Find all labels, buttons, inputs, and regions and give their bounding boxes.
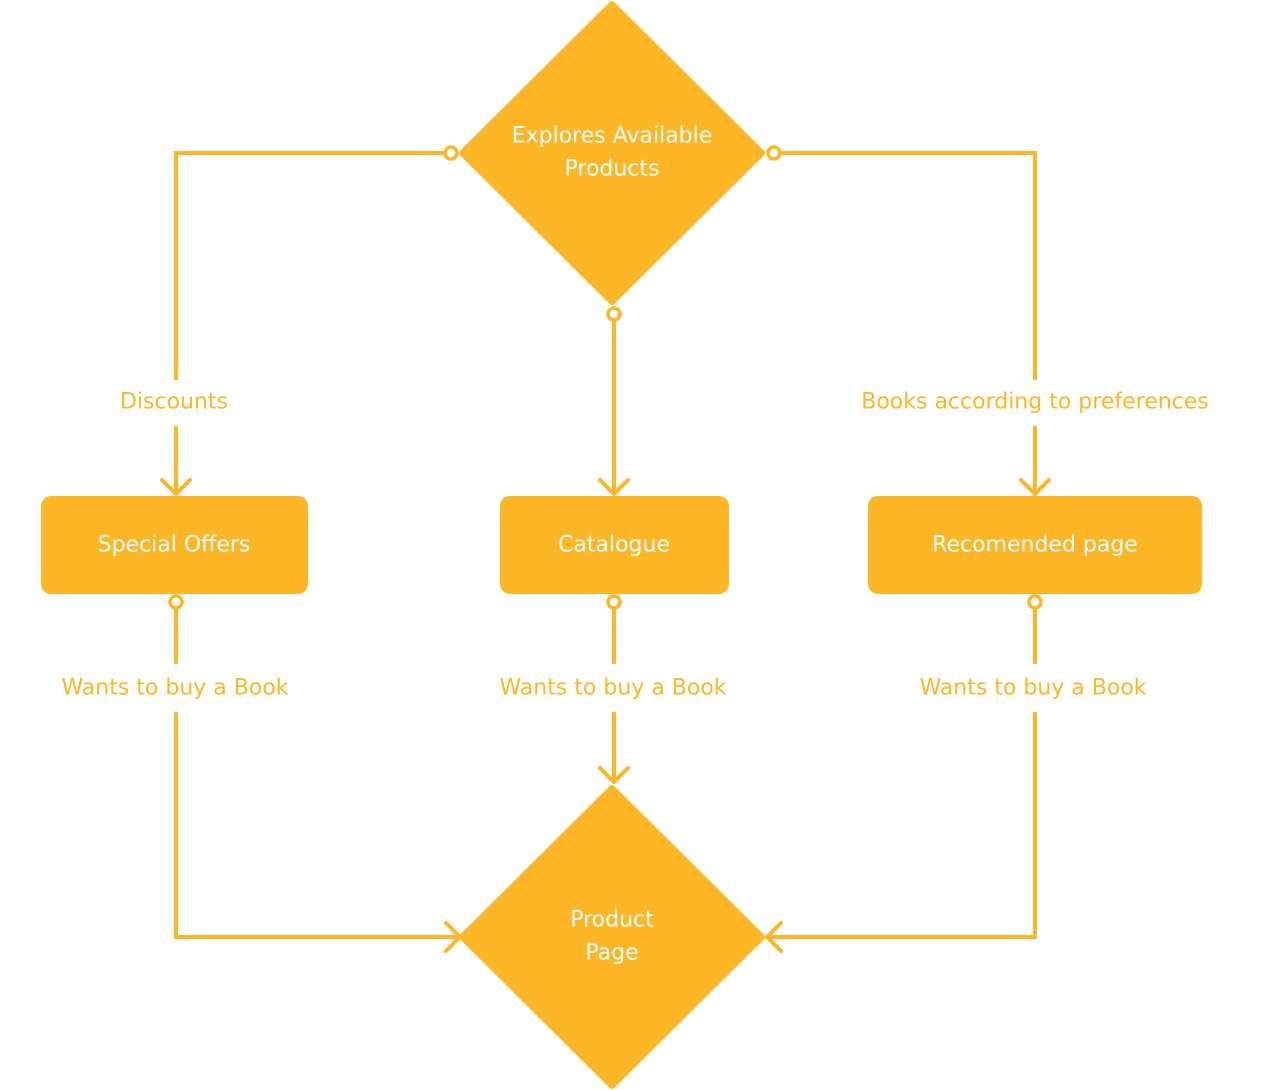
arrowhead-catalogue — [598, 478, 630, 496]
node-catalogue: Catalogue — [500, 496, 729, 594]
edge-label-buy-right: Wants to buy a Book — [919, 676, 1146, 701]
node-special-offers: Special Offers — [41, 496, 308, 594]
arrowhead-recommended — [1019, 478, 1051, 496]
node-product-page-line1: Product — [570, 908, 654, 933]
arrowhead-product-top — [598, 766, 630, 784]
port-catalogue-bottom — [606, 594, 622, 610]
edge-label-buy-left: Wants to buy a Book — [61, 676, 288, 701]
node-explores-products-line1: Explores Available — [512, 124, 713, 149]
port-start-right — [766, 145, 782, 161]
port-start-bottom — [606, 306, 622, 322]
node-recommended-page-label: Recomended page — [932, 533, 1138, 558]
edge-label-buy-center: Wants to buy a Book — [499, 676, 726, 701]
port-recommended-bottom — [1027, 594, 1043, 610]
node-product-page-line2: Page — [585, 941, 638, 966]
arrowhead-special-offers — [160, 478, 192, 496]
node-catalogue-label: Catalogue — [558, 533, 670, 558]
node-explores-products: Explores Available Products — [459, 1, 765, 305]
edge-label-preferences: Books according to preferences — [861, 390, 1209, 415]
port-special-offers-bottom — [168, 594, 184, 610]
node-recommended-page: Recomended page — [868, 496, 1202, 594]
edge-start-to-special-offers — [174, 151, 451, 494]
edge-start-to-recommended — [774, 151, 1037, 494]
node-special-offers-label: Special Offers — [98, 533, 251, 558]
edge-recommended-to-product — [767, 602, 1037, 939]
edge-label-discounts: Discounts — [120, 390, 228, 415]
port-start-left — [443, 145, 459, 161]
node-explores-products-line2: Products — [565, 157, 660, 182]
arrowhead-product-right — [765, 921, 783, 953]
edge-special-offers-to-product — [174, 602, 460, 939]
node-product-page: Product Page — [459, 785, 765, 1089]
